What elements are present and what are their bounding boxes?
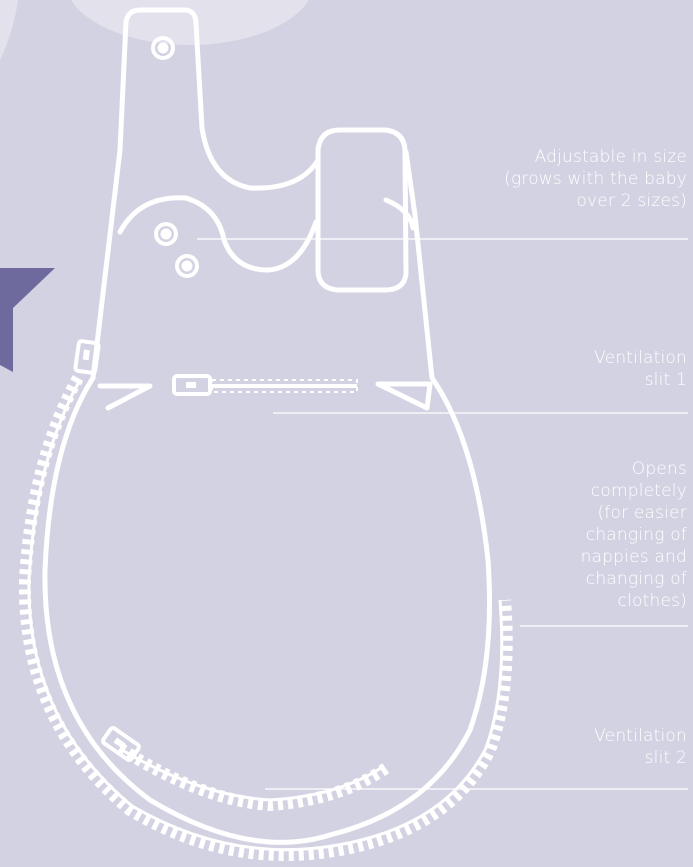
right-side-edge <box>403 149 435 381</box>
snap-button-top <box>151 36 175 60</box>
star-icon <box>0 268 55 372</box>
top-zipper <box>172 374 358 396</box>
right-side-inner <box>383 197 416 231</box>
snap-button-lower <box>175 254 199 278</box>
bag-body-outline <box>42 375 493 845</box>
ventilation-slit-1-right <box>375 381 433 411</box>
callout-opens-completely: Opens completely (for easier changing of… <box>580 459 687 611</box>
side-zipper <box>18 375 513 861</box>
snap-button-middle <box>154 222 178 246</box>
right-shoulder-tab <box>315 127 409 293</box>
callout-ventilation-slit-1: Ventilation slit 1 <box>594 348 687 390</box>
left-shoulder-strap <box>90 7 321 381</box>
moon-edge-shape <box>0 0 18 60</box>
callout-ventilation-slit-2: Ventilation slit 2 <box>594 726 687 768</box>
callout-adjustable-size: Adjustable in size (grows with the baby … <box>504 147 687 211</box>
zipper-pull-top <box>73 339 101 375</box>
moon-shape <box>71 0 309 45</box>
ventilation-slit-1 <box>97 383 153 411</box>
zipper-pull-bottom <box>101 726 141 762</box>
inner-neckline <box>117 195 319 273</box>
